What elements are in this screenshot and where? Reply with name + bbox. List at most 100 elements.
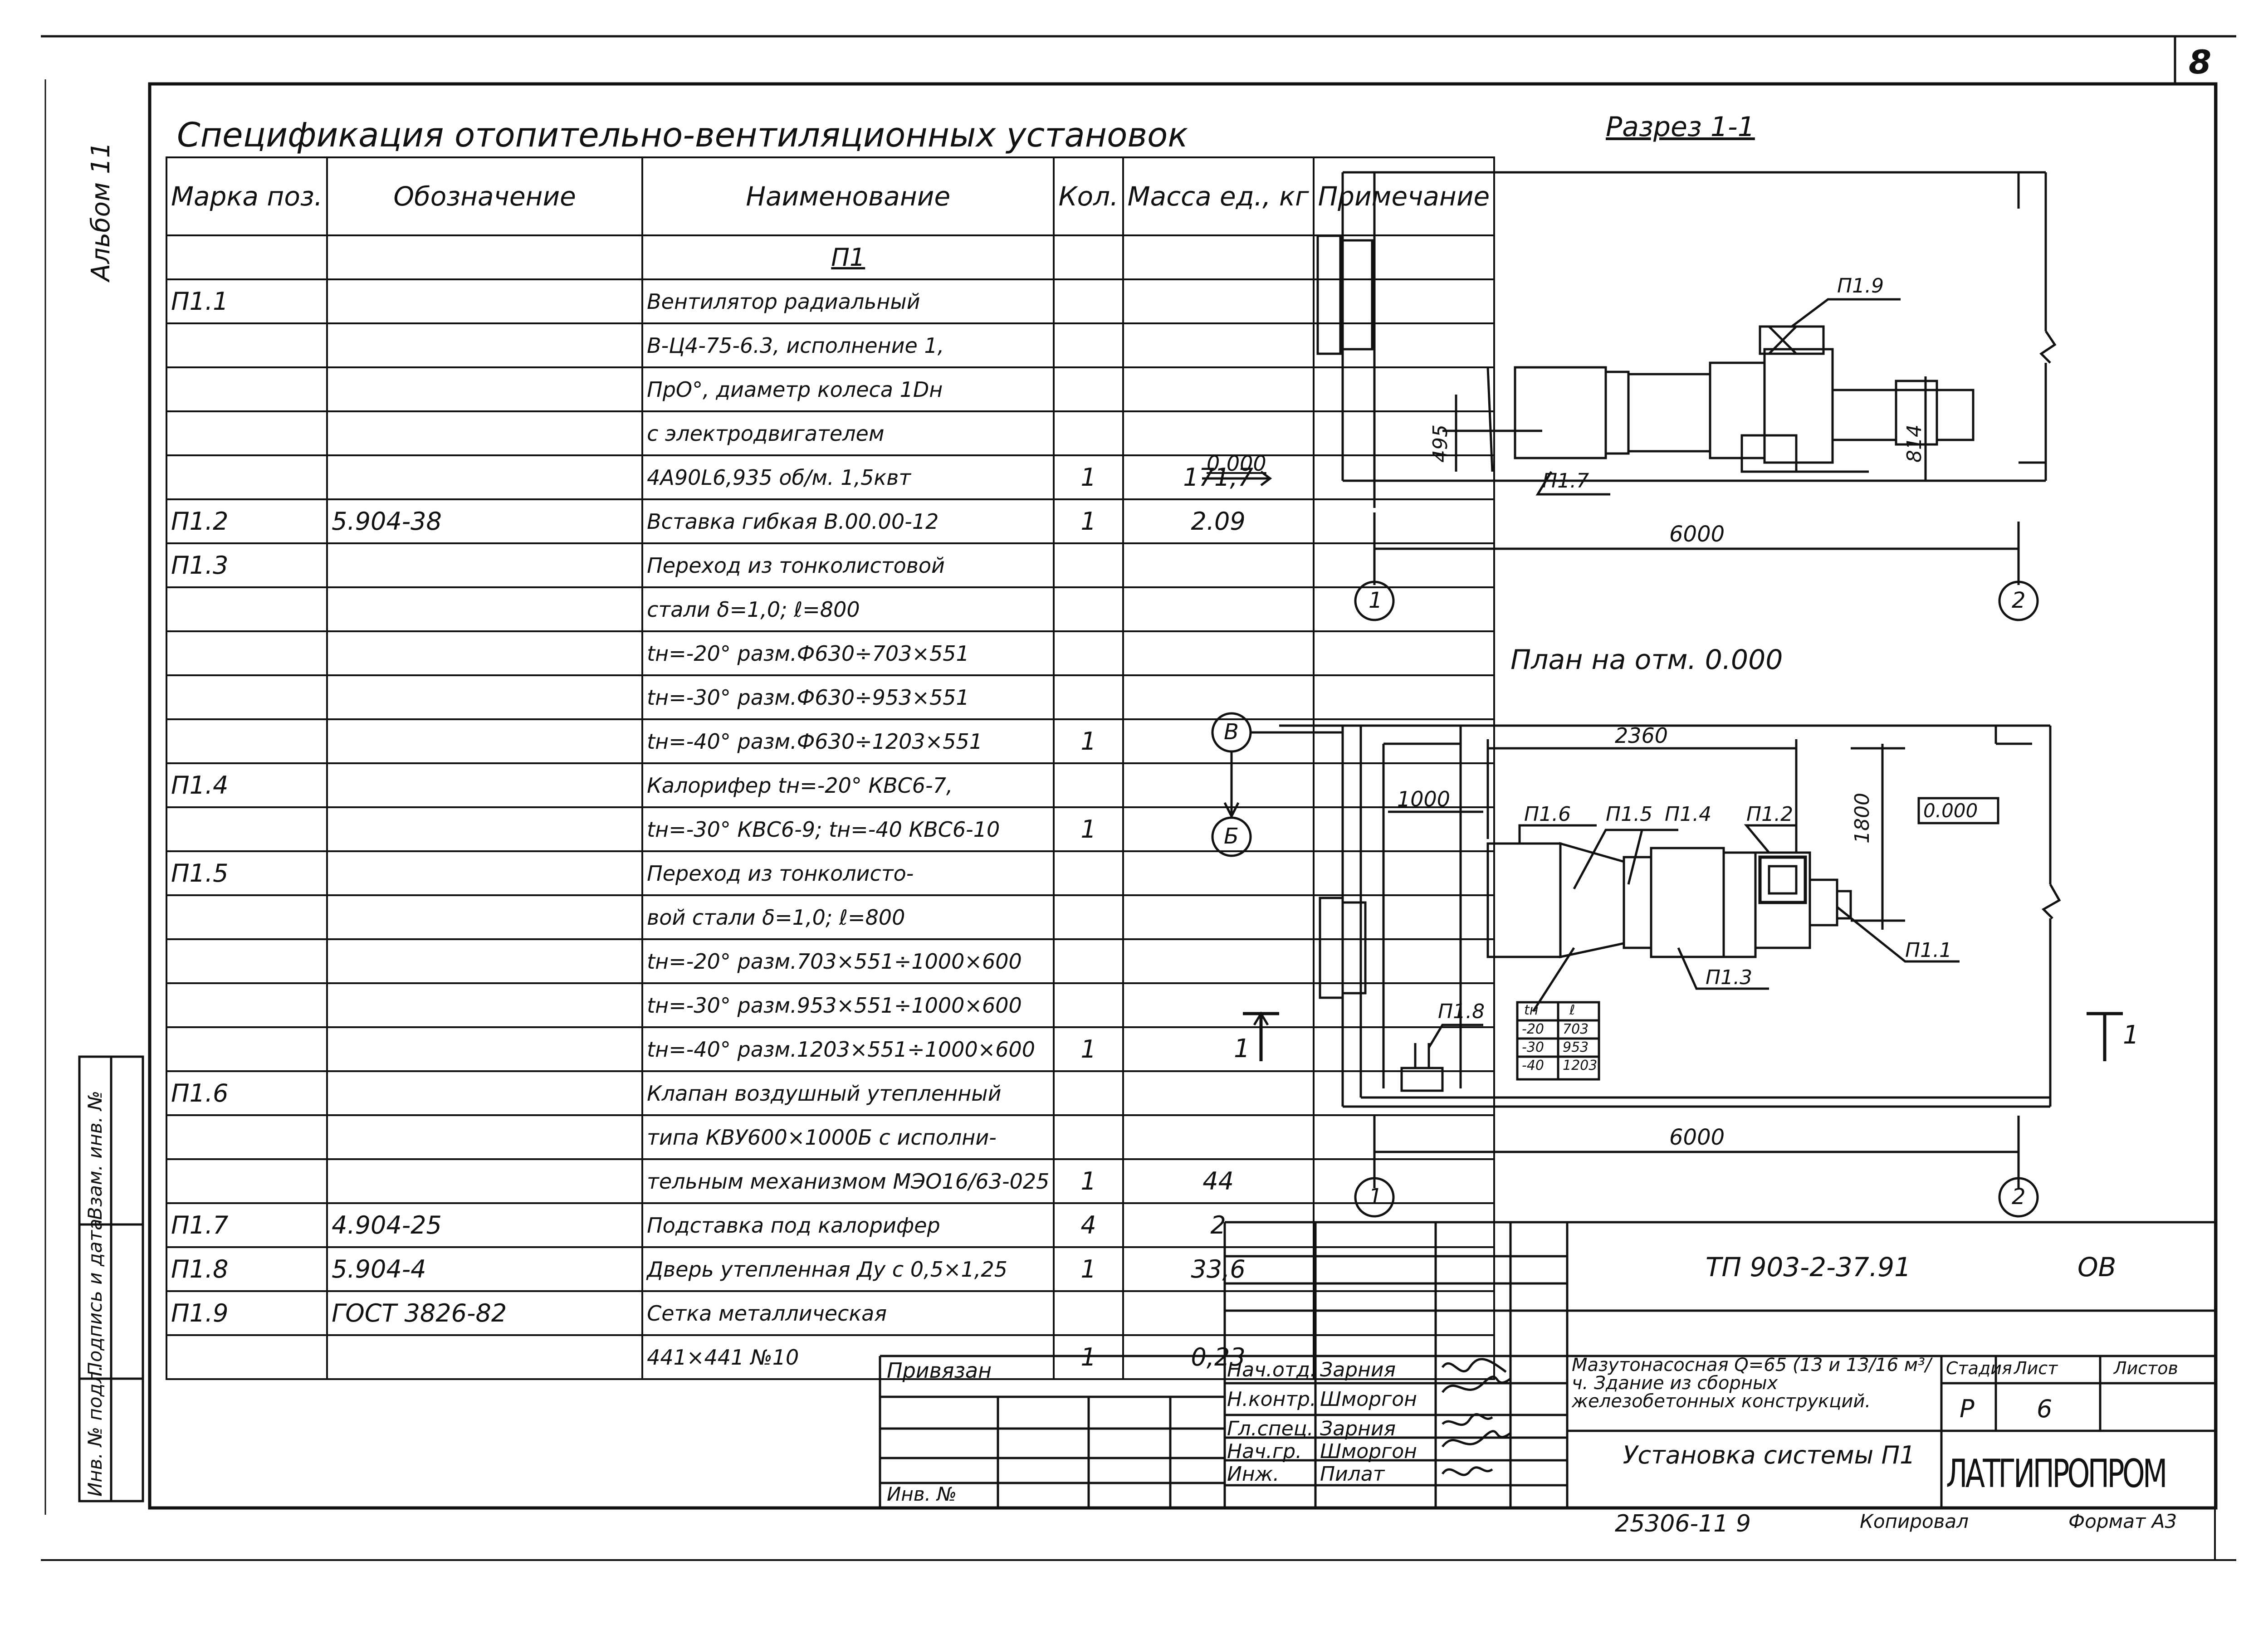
spec-cell-qty (1053, 674, 1124, 720)
spec-cell-designation (326, 850, 644, 896)
spec-cell-mass: 0,23 (1122, 1334, 1315, 1380)
spec-cell-qty (1053, 1070, 1124, 1116)
spec-cell-name: tн=-40° разм.1203×551÷1000×600 (641, 1026, 1055, 1072)
stamp-format: Формат А3 (2068, 1510, 2177, 1532)
plan-label-p16: П1.6 (1524, 803, 1571, 826)
stamp-name-5: Пилат (1320, 1463, 1385, 1486)
spec-cell-note (1312, 630, 1496, 676)
spec-cell-mark: П1.7 (165, 1202, 328, 1248)
spec-cell-designation (326, 366, 644, 412)
spec-cell-name: П1 (641, 234, 1055, 280)
stamp-drawing: Установка системы П1 (1623, 1441, 1916, 1469)
spec-cell-mark: П1.3 (165, 542, 328, 588)
stamp-name-1: Зарния (1320, 1358, 1396, 1381)
spec-cell-mass (1122, 1026, 1315, 1072)
spec-cell-designation (326, 1026, 644, 1072)
spec-cell-designation (326, 674, 644, 720)
spec-cell-designation: 5.904-38 (326, 498, 644, 544)
spec-header-designation: Обозначение (326, 156, 644, 236)
stamp-role-1: Нач.отд. (1227, 1358, 1316, 1381)
spec-header-qty: Кол. (1053, 156, 1124, 236)
spec-cell-name: Дверь утепленная Ду с 0,5×1,25 (641, 1246, 1055, 1292)
spec-row: tн=-20° разм.Ф630÷703×551 (165, 630, 1496, 676)
spec-cell-qty: 1 (1053, 1158, 1124, 1204)
spec-cell-designation (326, 630, 644, 676)
spec-cell-qty: 1 (1053, 1026, 1124, 1072)
spec-cell-name: tн=-30° КВС6-9; tн=-40 КВС6-10 (641, 806, 1055, 852)
spec-cell-designation (326, 982, 644, 1028)
spec-cell-mass (1122, 1290, 1315, 1336)
spec-cell-mark (165, 454, 328, 500)
spec-cell-qty (1053, 234, 1124, 280)
spec-cell-name: Сетка металлическая (641, 1290, 1055, 1336)
spec-cell-note (1312, 586, 1496, 632)
plan-label-p12: П1.2 (1746, 803, 1794, 826)
spec-header-note: Примечание (1312, 156, 1496, 236)
spec-cell-qty (1053, 366, 1124, 412)
stamp-sheet-header: Лист (2014, 1358, 2058, 1378)
spec-cell-mark (165, 1114, 328, 1160)
plan-cut-right: 1 (2123, 1020, 2139, 1050)
spec-cell-mass (1122, 366, 1315, 412)
spec-cell-mass (1122, 1070, 1315, 1116)
spec-cell-name: типа КВУ600×1000Б с исполни- (641, 1114, 1055, 1160)
spec-cell-qty: 1 (1053, 718, 1124, 764)
spec-cell-mark (165, 630, 328, 676)
spec-cell-mass (1122, 278, 1315, 324)
spec-cell-designation (326, 718, 644, 764)
stamp-object: Мазутонасосная Q=65 (13 и 13/16 м³/ч. Зд… (1572, 1355, 1931, 1412)
spec-cell-note (1312, 278, 1496, 324)
stamp-bound: Привязан (887, 1358, 992, 1383)
spec-cell-name: tн=-20° разм.Ф630÷703×551 (641, 630, 1055, 676)
stamp-role-5: Инж. (1227, 1463, 1280, 1486)
section-axis-2: 2 (2012, 588, 2026, 613)
spec-cell-note (1312, 542, 1496, 588)
plan-mini-h2: ℓ (1569, 1002, 1575, 1018)
spec-cell-mass (1122, 938, 1315, 984)
spec-cell-mass: 171,7 (1122, 454, 1315, 500)
spec-cell-note (1312, 938, 1496, 984)
spec-cell-note (1312, 366, 1496, 412)
plan-mini-r2a: -30 (1522, 1039, 1544, 1055)
spec-cell-qty (1053, 850, 1124, 896)
spec-cell-name: Вставка гибкая В.00.00-12 (641, 498, 1055, 544)
section-level: 0.000 (1207, 451, 1266, 476)
side-sign-date: Подпись и дата (84, 1219, 106, 1376)
stamp-name-4: Шморгон (1320, 1440, 1417, 1463)
spec-row: В-Ц4-75-6.3, исполнение 1, (165, 322, 1496, 368)
spec-cell-note (1312, 410, 1496, 456)
plan-dim-left: 1000 (1397, 787, 1451, 811)
spec-cell-name: tн=-20° разм.703×551÷1000×600 (641, 938, 1055, 984)
spec-cell-name: вой стали δ=1,0; ℓ=800 (641, 894, 1055, 940)
spec-cell-mass: 2.09 (1122, 498, 1315, 544)
spec-cell-qty (1053, 1114, 1124, 1160)
spec-cell-mark: П1.5 (165, 850, 328, 896)
spec-table: Марка поз. Обозначение Наименование Кол.… (165, 156, 1496, 1380)
spec-cell-mark (165, 366, 328, 412)
stamp-name-3: Зарния (1320, 1417, 1396, 1440)
spec-header-mass: Масса ед., кг (1122, 156, 1315, 236)
stamp-code: ТП 903-2-37.91 (1706, 1252, 1911, 1283)
section-title: Разрез 1-1 (1606, 111, 1755, 143)
spec-row: стали δ=1,0; ℓ=800 (165, 586, 1496, 632)
signature-4 (1442, 1430, 1511, 1448)
stamp-sheet: 6 (2037, 1395, 2053, 1423)
spec-cell-designation (326, 542, 644, 588)
spec-cell-qty (1053, 278, 1124, 324)
spec-cell-note (1312, 762, 1496, 808)
section-label-p17: П1.7 (1542, 469, 1589, 493)
spec-cell-designation: 5.904-4 (326, 1246, 644, 1292)
spec-cell-note (1312, 1290, 1496, 1336)
plan-dim-top: 2360 (1615, 723, 1668, 748)
spec-cell-note (1312, 806, 1496, 852)
spec-cell-note (1312, 1070, 1496, 1116)
spec-cell-mass (1122, 806, 1315, 852)
spec-cell-note (1312, 1114, 1496, 1160)
spec-cell-mark (165, 982, 328, 1028)
plan-label-p11: П1.1 (1905, 939, 1952, 962)
spec-cell-qty: 1 (1053, 498, 1124, 544)
